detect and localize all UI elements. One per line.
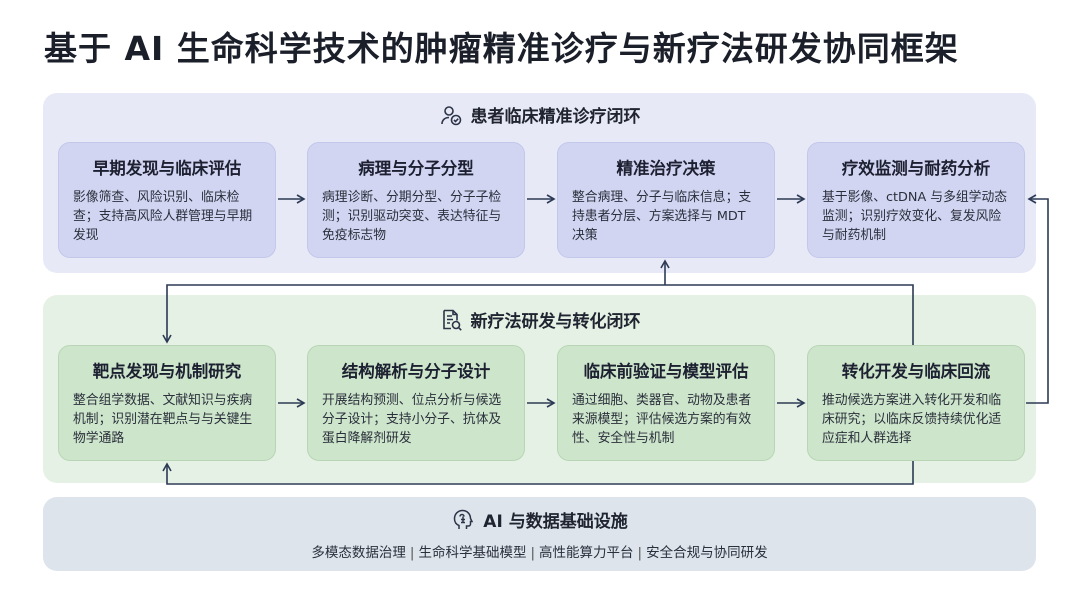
card-body: 整合组学数据、文献知识与疾病机制；识别潜在靶点与与关键生物学通路 [73, 393, 253, 446]
card-early-detection: 早期发现与临床评估 影像筛查、风险识别、临床检查；支持高风险人群管理与早期发现 [58, 142, 276, 258]
page-title: 基于 AI 生命科学技术的肿瘤精准诊疗与新疗法研发协同框架 [44, 29, 959, 68]
separator: | [530, 545, 536, 561]
card-target-discovery: 靶点发现与机制研究 整合组学数据、文献知识与疾病机制；识别潜在靶点与与关键生物学… [58, 345, 276, 461]
card-precision-decision: 精准治疗决策 整合病理、分子与临床信息；支持患者分层、方案选择与 MDT 决策 [557, 142, 775, 258]
ai-brain-icon [451, 508, 475, 532]
infra-item: 安全合规与协同研发 [646, 545, 768, 561]
card-title: 靶点发现与机制研究 [92, 362, 242, 381]
patient-check-icon [439, 103, 463, 127]
card-body: 通过细胞、类器官、动物及患者来源模型；评估候选方案的有效性、安全性与机制 [572, 393, 752, 446]
infrastructure-items: 多模态数据治理|生命科学基础模型|高性能算力平台|安全合规与协同研发 [43, 541, 1036, 561]
card-body: 影像筛查、风险识别、临床检查；支持高风险人群管理与早期发现 [73, 190, 253, 243]
card-title: 转化开发与临床回流 [841, 362, 991, 381]
card-title: 精准治疗决策 [616, 159, 716, 178]
card-body: 病理诊断、分期分型、分子子检测；识别驱动突变、表达特征与免疫标志物 [322, 190, 502, 243]
card-body: 开展结构预测、位点分析与候选分子设计；支持小分子、抗体及蛋白降解剂研发 [322, 393, 502, 446]
infra-item: 多模态数据治理 [311, 545, 406, 561]
card-structure-design: 结构解析与分子设计 开展结构预测、位点分析与候选分子设计；支持小分子、抗体及蛋白… [307, 345, 525, 461]
card-title: 临床前验证与模型评估 [583, 362, 749, 381]
card-body: 整合病理、分子与临床信息；支持患者分层、方案选择与 MDT 决策 [572, 190, 752, 243]
separator: | [409, 545, 415, 561]
card-title: 结构解析与分子设计 [341, 362, 491, 381]
therapy-loop-title: 新疗法研发与转化闭环 [470, 312, 641, 332]
infrastructure-title: AI 与数据基础设施 [483, 512, 628, 532]
patient-loop-header: 患者临床精准诊疗闭环 [43, 102, 1036, 127]
card-preclinical-validation: 临床前验证与模型评估 通过细胞、类器官、动物及患者来源模型；评估候选方案的有效性… [557, 345, 775, 461]
card-title: 病理与分子分型 [358, 159, 474, 178]
card-body: 基于影像、ctDNA 与多组学动态监测；识别疗效变化、复发风险与耐药机制 [822, 190, 1008, 243]
infrastructure-header: AI 与数据基础设施 [43, 507, 1036, 532]
infra-item: 高性能算力平台 [539, 545, 634, 561]
document-search-icon [439, 308, 463, 332]
card-translation-clinical: 转化开发与临床回流 推动候选方案进入转化开发和临床研究；以临床反馈持续优化适应症… [807, 345, 1025, 461]
card-title: 疗效监测与耐药分析 [841, 159, 991, 178]
patient-loop-title: 患者临床精准诊疗闭环 [470, 107, 641, 127]
card-title: 早期发现与临床评估 [92, 159, 242, 178]
therapy-loop-header: 新疗法研发与转化闭环 [43, 307, 1036, 332]
infra-item: 生命科学基础模型 [418, 545, 527, 561]
card-efficacy-monitoring: 疗效监测与耐药分析 基于影像、ctDNA 与多组学动态监测；识别疗效变化、复发风… [807, 142, 1025, 258]
card-body: 推动候选方案进入转化开发和临床研究；以临床反馈持续优化适应症和人群选择 [822, 393, 1002, 446]
infrastructure-section: AI 与数据基础设施 多模态数据治理|生命科学基础模型|高性能算力平台|安全合规… [43, 497, 1036, 571]
separator: | [637, 545, 643, 561]
card-pathology-typing: 病理与分子分型 病理诊断、分期分型、分子子检测；识别驱动突变、表达特征与免疫标志… [307, 142, 525, 258]
